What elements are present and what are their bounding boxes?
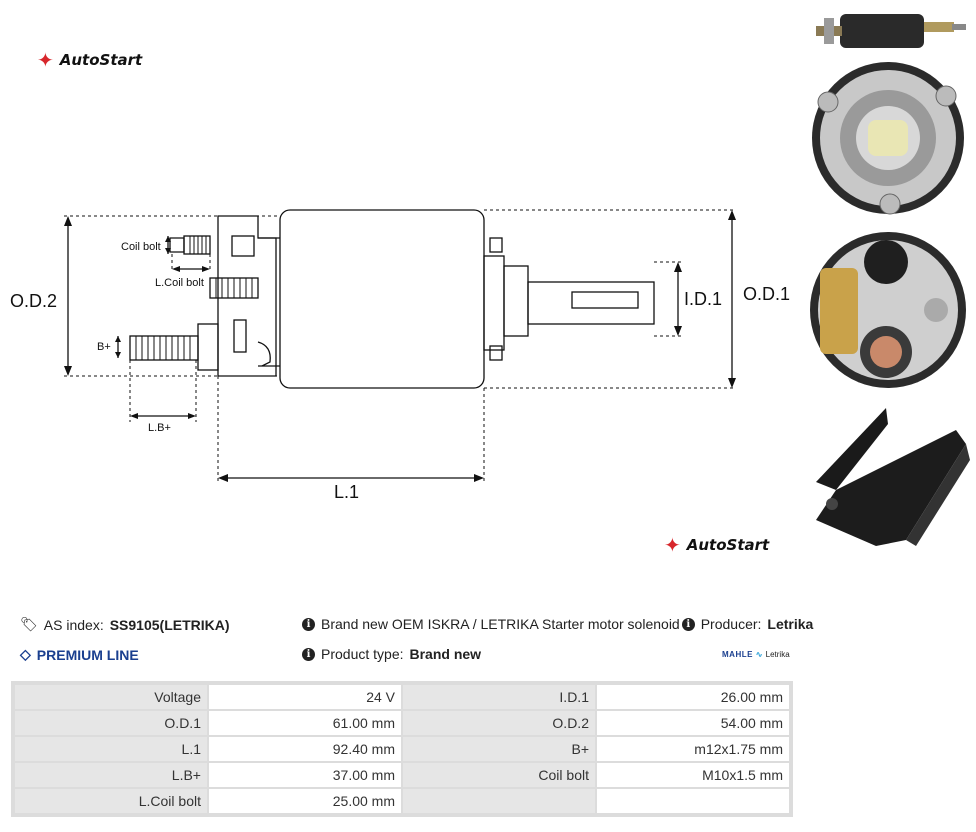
spec-value: M10x1.5 mm (597, 763, 789, 787)
plunger (503, 265, 529, 337)
diamond-icon: ◇ (20, 646, 31, 662)
description-text: Brand new OEM ISKRA / LETRIKA Starter mo… (321, 616, 680, 632)
photo-side-view (816, 14, 966, 48)
spec-value: 26.00 mm (597, 685, 789, 709)
product-description: i Brand new OEM ISKRA / LETRIKA Starter … (302, 616, 813, 632)
brand-mark-icon: ✦ (37, 48, 54, 72)
info-icon: i (681, 617, 695, 631)
spec-value: 37.00 mm (209, 763, 401, 787)
spec-value: 61.00 mm (209, 711, 401, 735)
spec-value: m12x1.75 mm (597, 737, 789, 761)
spec-name: L.1 (15, 737, 207, 761)
label-l1: L.1 (334, 482, 359, 502)
spec-name: O.D.1 (15, 711, 207, 735)
spec-name: O.D.2 (403, 711, 595, 735)
producer-value: Letrika (767, 616, 814, 632)
tags-icon: 🏷 (20, 616, 38, 632)
premium-line-badge: ◇ PREMIUM LINE (20, 646, 139, 663)
as-index: 🏷 AS index: SS9105(LETRIKA) (20, 616, 230, 633)
label-coil-bolt: Coil bolt (121, 241, 161, 253)
spec-name: L.B+ (15, 763, 207, 787)
spec-name: I.D.1 (403, 685, 595, 709)
photo-cover-part (816, 408, 970, 546)
spec-name: Voltage (15, 685, 207, 709)
solenoid-body (279, 209, 485, 389)
producer-label: Producer: (700, 616, 762, 632)
spec-value: 25.00 mm (209, 789, 401, 813)
spec-name: B+ (403, 737, 595, 761)
brand-logo-bottom: ✦ AutoStart (664, 535, 769, 555)
type-label: Product type: (321, 646, 404, 662)
info-icon: i (302, 647, 315, 661)
brand-name: AutoStart (686, 536, 770, 554)
technical-drawing: O.D.2 O.D.1 I.D.1 L.1 Coil bolt L.Coil b… (10, 209, 790, 502)
brand-mark-icon: ✦ (664, 533, 681, 557)
spec-value (597, 789, 789, 813)
photo-terminal-view (810, 232, 966, 388)
spec-name: L.Coil bolt (15, 789, 207, 813)
plunger-rod (527, 281, 655, 325)
label-l-b-plus: L.B+ (148, 422, 171, 434)
spec-value: 54.00 mm (597, 711, 789, 735)
as-index-label: AS index: (43, 616, 104, 633)
label-id1: I.D.1 (684, 289, 722, 309)
premium-label: PREMIUM LINE (36, 646, 139, 663)
partner-logo: MAHLE ∿ Letrika (722, 650, 790, 659)
label-l-coil-bolt: L.Coil bolt (155, 277, 204, 289)
end-cap (217, 215, 277, 377)
b-plus-bolt (129, 335, 199, 361)
brand-name: AutoStart (59, 51, 143, 69)
brand-logo-top: ✦ AutoStart (37, 50, 142, 70)
spec-name: Coil bolt (403, 763, 595, 787)
label-b-plus: B+ (97, 341, 111, 353)
spec-value: 92.40 mm (209, 737, 401, 761)
photo-rear-view (812, 62, 964, 215)
spec-value: 24 V (209, 685, 401, 709)
spec-name (403, 789, 595, 813)
type-value: Brand new (409, 646, 482, 662)
product-type: i Product type: Brand new (302, 646, 481, 662)
info-icon: i (302, 617, 315, 631)
as-index-value: SS9105(LETRIKA) (109, 616, 230, 633)
label-od2: O.D.2 (10, 291, 57, 311)
label-od1: O.D.1 (743, 284, 790, 304)
